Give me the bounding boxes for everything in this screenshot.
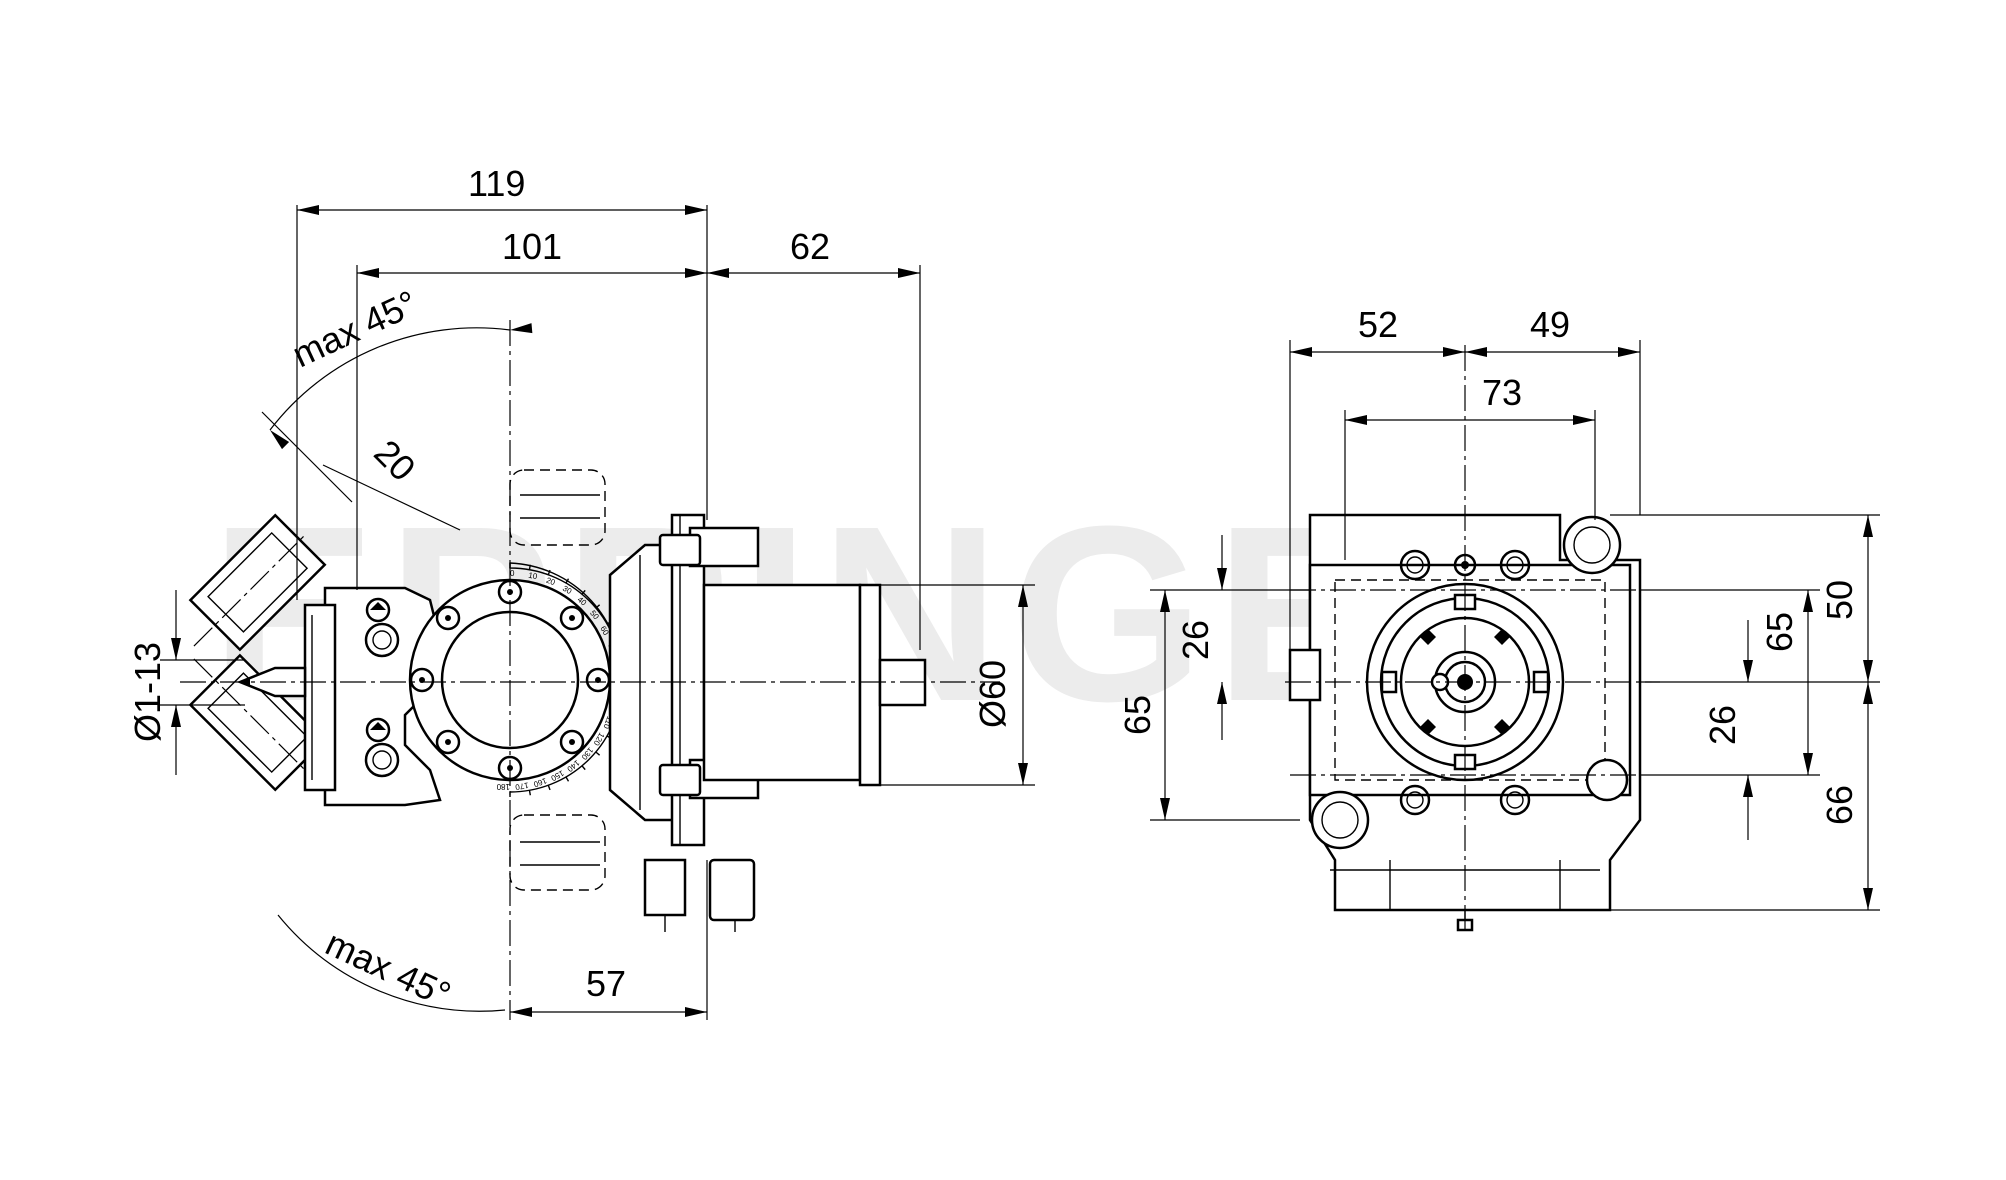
dial-tick: [528, 790, 532, 796]
angled-arm-top: [188, 513, 327, 652]
lug-bottom-left: [1310, 790, 1370, 850]
hidden-housing-top: [509, 469, 606, 546]
dial-label: 180: [496, 782, 510, 791]
dial-label: 160: [532, 776, 548, 789]
lug-top-right: [1562, 515, 1622, 575]
dial-tick: [581, 765, 586, 771]
dim-dia60: Ø60: [972, 660, 1013, 728]
plate-bolts: [1399, 549, 1531, 816]
side-view: 0102030405060708090100110120130140150160…: [180, 320, 1000, 1020]
collet-nut: [303, 603, 337, 792]
dim-50: 50: [1819, 580, 1860, 620]
dim-26-right: 26: [1702, 705, 1743, 745]
dial-tick: [547, 569, 551, 575]
side-fitting: [1288, 648, 1322, 702]
dial-label: 20: [545, 576, 557, 588]
dim-66: 66: [1819, 785, 1860, 825]
dial-tick: [565, 776, 570, 782]
dial-tick: [581, 589, 586, 595]
front-view: [1285, 345, 1660, 935]
dim-26-left: 26: [1175, 620, 1216, 660]
dim-65-left: 65: [1117, 695, 1158, 735]
dial-tick: [595, 751, 601, 756]
spindle-lugs: [1420, 629, 1510, 735]
clamp-bolts: [364, 597, 400, 778]
angle-top: max 45°: [286, 282, 423, 375]
dial-label: 10: [528, 571, 539, 582]
clamp-block: [323, 586, 442, 807]
dim-62: 62: [790, 226, 830, 267]
dial-tick: [528, 564, 532, 570]
dial-tick: [547, 785, 551, 791]
dim-65-right: 65: [1759, 612, 1800, 652]
dial-tick: [595, 604, 601, 609]
dial-tick: [565, 578, 570, 584]
dim-73: 73: [1482, 372, 1522, 413]
dial-label: 170: [514, 780, 529, 791]
dim-101: 101: [502, 226, 562, 267]
lug-bottom-right: [1585, 758, 1629, 802]
hidden-outline: [1334, 579, 1606, 781]
angle-bottom: max 45°: [320, 922, 457, 1015]
angled-arm-bottom: [188, 653, 327, 792]
dim-57: 57: [586, 963, 626, 1004]
coolant-fitting: [643, 858, 687, 917]
hidden-housing-bottom: [509, 814, 606, 891]
dial-label: 0: [510, 569, 515, 578]
dim-49: 49: [1530, 304, 1570, 345]
dim-119: 119: [468, 163, 525, 204]
shank-flange: [858, 583, 882, 787]
dim-52: 52: [1358, 304, 1398, 345]
dim-dia1-13: Ø1-13: [127, 642, 168, 742]
